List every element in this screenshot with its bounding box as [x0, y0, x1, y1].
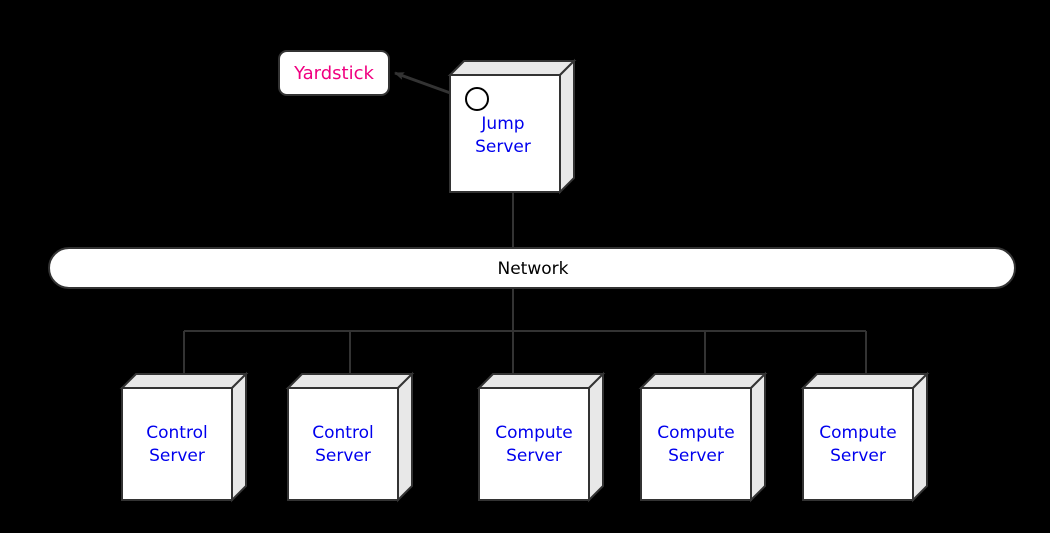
server-node-4[interactable]: Compute Server: [638, 371, 768, 503]
server-5-top-face: [800, 373, 930, 389]
jump-server-label-line1: Jump: [480, 114, 524, 134]
server-node-5[interactable]: Compute Server: [800, 371, 930, 503]
jump-server-top-face: [447, 60, 577, 76]
server-3-front-face[interactable]: [478, 387, 590, 501]
server-1-front-face[interactable]: [121, 387, 233, 501]
server-5-front-face[interactable]: [802, 387, 914, 501]
server-2-side-face: [397, 371, 413, 503]
yardstick-node[interactable]: Yardstick: [278, 50, 390, 96]
server-5-label-line1: Compute: [819, 423, 897, 443]
server-2-front-face[interactable]: [287, 387, 399, 501]
server-1-top-face: [119, 373, 249, 389]
network-label: Network: [498, 259, 569, 279]
yardstick-box[interactable]: [278, 50, 390, 96]
server-1-label-line1: Control: [146, 423, 207, 443]
server-4-top-face: [638, 373, 768, 389]
server-4-label-line1: Compute: [657, 423, 735, 443]
jump-server-side-face: [559, 58, 575, 195]
connector-lines: [183, 192, 867, 376]
server-5-label-line2: Server: [830, 446, 886, 466]
network-bar[interactable]: [48, 247, 1016, 289]
server-1-side-face: [231, 371, 247, 503]
server-2-label-line1: Control: [312, 423, 373, 443]
server-4-side-face: [750, 371, 766, 503]
yardstick-label: Yardstick: [293, 63, 374, 84]
server-1-label-line2: Server: [149, 446, 205, 466]
jump-server-label-line2: Server: [475, 137, 531, 157]
server-2-label-line2: Server: [315, 446, 371, 466]
jump-server-node[interactable]: Jump Server: [447, 58, 577, 195]
server-3-top-face: [476, 373, 606, 389]
server-5-side-face: [912, 371, 928, 503]
server-2-top-face: [285, 373, 415, 389]
server-node-3[interactable]: Compute Server: [476, 371, 606, 503]
server-3-side-face: [588, 371, 604, 503]
server-4-front-face[interactable]: [640, 387, 752, 501]
interface-lollipop-icon[interactable]: [465, 87, 489, 111]
server-node-1[interactable]: Control Server: [119, 371, 249, 503]
network-node[interactable]: Network: [48, 247, 1016, 289]
server-4-label-line2: Server: [668, 446, 724, 466]
server-3-label-line2: Server: [506, 446, 562, 466]
server-node-2[interactable]: Control Server: [285, 371, 415, 503]
server-3-label-line1: Compute: [495, 423, 573, 443]
